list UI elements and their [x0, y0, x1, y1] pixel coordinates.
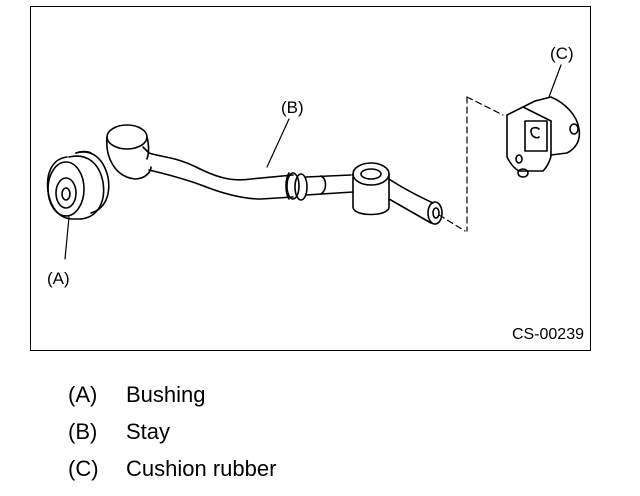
- cushion-rubber-part: [506, 96, 581, 178]
- legend-label: Cushion rubber: [126, 456, 277, 481]
- callout-c: (C): [550, 44, 574, 63]
- legend-item-bushing: (A) Bushing: [68, 380, 368, 410]
- stay-part: [106, 124, 443, 225]
- figure-frame: (A) (B) (C) CS-00239: [30, 6, 591, 351]
- legend-key: (C): [68, 456, 99, 481]
- legend-item-cushion-rubber: (C) Cushion rubber: [68, 454, 368, 484]
- dashed-guide-lines: [438, 96, 504, 232]
- callout-b: (B): [281, 98, 304, 117]
- figure-code: CS-00239: [511, 326, 584, 343]
- callout-a: (A): [47, 269, 70, 288]
- bushing-part: [46, 150, 110, 220]
- leader-lines: [64, 64, 562, 260]
- legend-item-stay: (B) Stay: [68, 417, 368, 447]
- legend-label: Stay: [126, 419, 171, 444]
- stay-assembly-drawing: [46, 64, 581, 260]
- legend-key: (A): [68, 382, 98, 407]
- legend-key: (B): [68, 419, 98, 444]
- legend-label: Bushing: [126, 382, 206, 407]
